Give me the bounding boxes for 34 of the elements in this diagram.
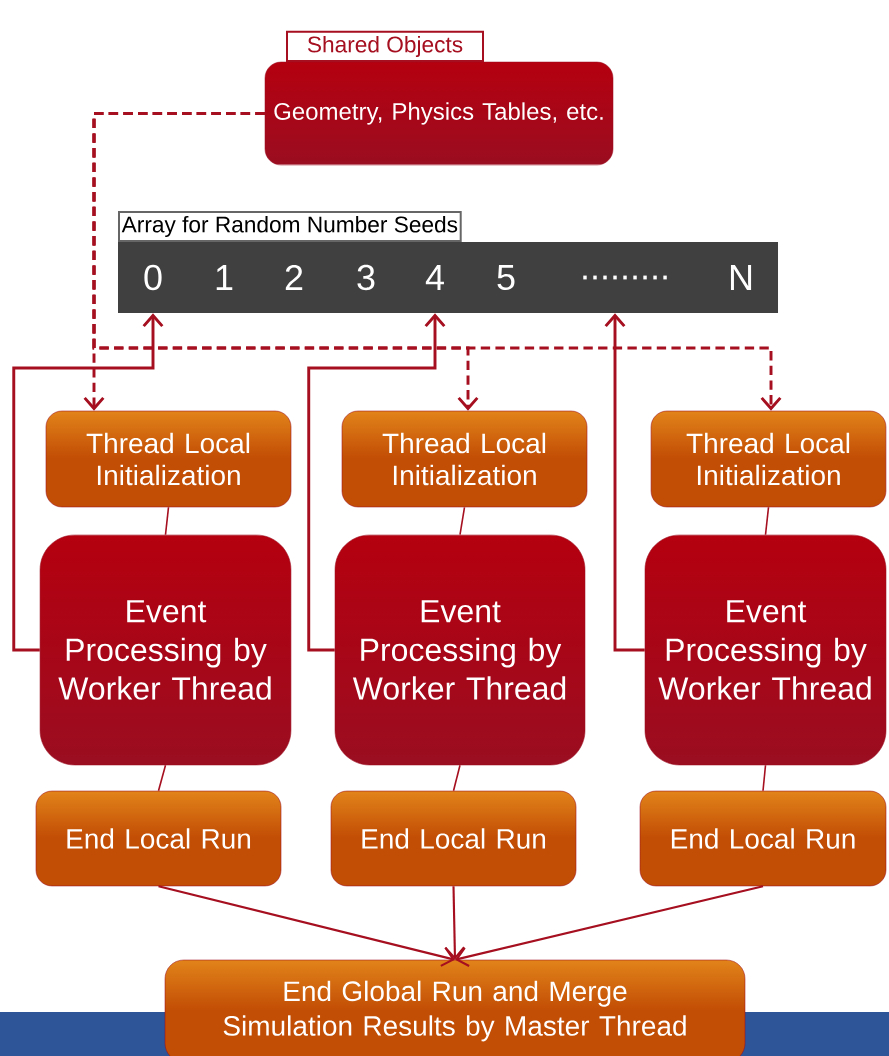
heading-label: Shared Objects [286,30,484,62]
arrow [12,313,164,652]
process-box: Thread Local Initialization [341,410,588,508]
arrow [604,313,645,652]
process-box: Event Processing by Worker Thread [39,534,292,766]
connector-line [452,764,461,792]
process-box: End Local Run [35,790,282,887]
process-box: Event Processing by Worker Thread [334,534,586,766]
process-box: End Local Run [330,790,577,887]
seed-cell: 4 [425,265,444,290]
process-box: Geometry, Physics Tables, etc. [264,61,614,166]
process-box: End Global Run and Merge Simulation Results by Master Thread [164,959,746,1056]
seed-cell: 3 [357,264,375,291]
seed-cell: 5 [497,264,515,291]
dashed-arrow [92,112,782,411]
seed-cell: 1 [216,265,233,290]
connector-line [762,764,767,792]
arrow [444,886,465,960]
arrow [307,313,446,652]
process-box: Event Processing by Worker Thread [644,534,887,766]
seed-cell: 2 [285,264,303,291]
connector-line [764,506,770,536]
process-box: End Local Run [639,790,887,887]
connector-line [157,764,167,792]
connector-line [459,506,466,536]
connector-line [164,506,170,536]
process-box: Thread Local Initialization [45,410,292,508]
arrow [455,885,764,967]
seed-cell: ......... [583,275,667,280]
seed-cell: N [730,265,752,290]
heading-label: Array for Random Number Seeds [118,210,462,242]
process-box: Thread Local Initialization [650,410,887,508]
seed-cell: 0 [144,264,162,291]
arrow [158,885,455,967]
